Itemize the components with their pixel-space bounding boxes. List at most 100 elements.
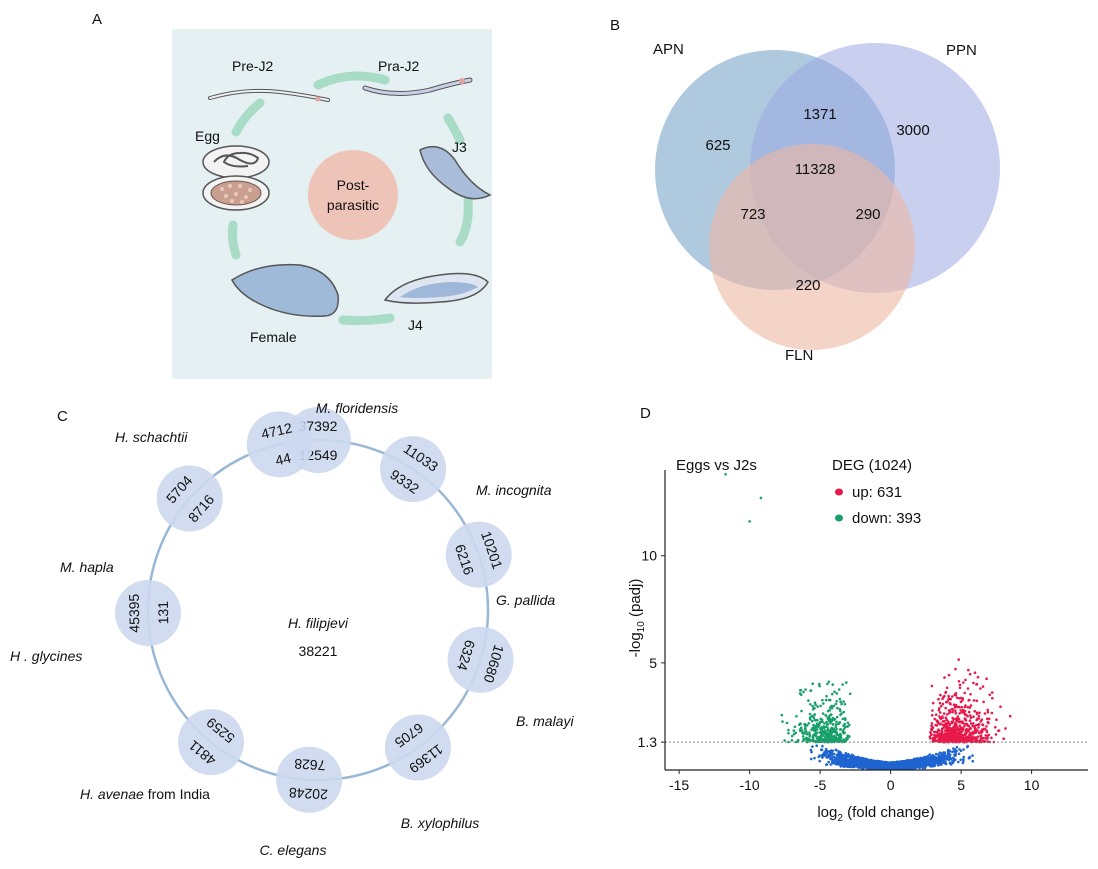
- arrow-j3-j4: [455, 195, 473, 247]
- ns-point: [946, 750, 950, 753]
- up-point: [969, 704, 973, 707]
- ns-point: [917, 763, 921, 767]
- down-point: [834, 702, 838, 706]
- venn-apn-fln: 723: [740, 206, 765, 223]
- x-tick-label: 10: [1024, 777, 1040, 793]
- up-point: [954, 703, 958, 707]
- up-point: [979, 730, 983, 733]
- up-point: [964, 718, 967, 721]
- ns-point: [934, 760, 938, 764]
- up-point: [960, 711, 963, 714]
- ns-point: [865, 763, 868, 766]
- ns-point: [941, 760, 945, 763]
- panel-d-label: D: [640, 405, 651, 422]
- down-point: [813, 728, 817, 732]
- up-point: [955, 738, 959, 742]
- ns-point: [927, 760, 931, 764]
- up-point: [951, 695, 954, 698]
- down-point: [840, 712, 843, 715]
- down-point: [812, 716, 816, 720]
- down-point: [829, 718, 833, 721]
- up-point: [999, 705, 1002, 708]
- species-inner-count: 7628: [294, 756, 326, 774]
- up-point: [951, 716, 954, 720]
- stage-j4: J4: [408, 317, 423, 333]
- ns-point: [953, 748, 957, 751]
- up-point: [983, 712, 987, 715]
- up-point: [937, 732, 940, 736]
- down-point: [843, 717, 847, 720]
- ns-point: [902, 760, 905, 764]
- down-point: [799, 726, 803, 730]
- arrow-praj2-j3: [443, 113, 465, 145]
- stage-pre-j2: Pre-J2: [232, 58, 273, 74]
- down-point: [805, 739, 809, 742]
- up-point: [957, 680, 961, 683]
- up-point: [974, 738, 977, 742]
- up-point: [962, 711, 966, 714]
- up-point: [940, 727, 944, 730]
- x-tick-label: -15: [669, 777, 689, 793]
- up-point: [962, 736, 966, 740]
- down-point: [801, 735, 805, 738]
- up-point: [1008, 714, 1012, 718]
- ns-point: [863, 759, 867, 763]
- down-point: [793, 725, 797, 729]
- down-point: [827, 732, 831, 736]
- down-point: [783, 739, 786, 742]
- down-point: [825, 720, 828, 724]
- down-point: [830, 713, 833, 716]
- down-point: [804, 725, 807, 728]
- panel-a-label: A: [92, 11, 102, 28]
- down-point: [826, 729, 830, 732]
- up-point: [954, 717, 957, 721]
- down-point: [838, 728, 842, 731]
- up-point: [967, 710, 971, 714]
- up-point: [1004, 727, 1007, 730]
- up-point: [952, 703, 956, 706]
- up-point: [930, 733, 933, 736]
- ns-point: [939, 757, 943, 760]
- down-point: [838, 697, 842, 701]
- down-point: [835, 720, 838, 724]
- down-point: [812, 723, 815, 727]
- up-point: [985, 729, 988, 732]
- ns-point: [940, 753, 944, 757]
- down-point: [802, 690, 805, 694]
- ns-point: [845, 755, 848, 759]
- up-point: [946, 726, 949, 730]
- down-point: [821, 712, 825, 715]
- stage-female: Female: [250, 329, 297, 345]
- ns-point: [809, 757, 813, 761]
- ns-point: [892, 766, 896, 770]
- ns-point: [933, 758, 937, 761]
- up-point: [960, 730, 964, 733]
- up-point: [976, 729, 979, 732]
- species-bubble-circle: [445, 521, 512, 588]
- down-point: [814, 734, 818, 738]
- down-point: [813, 713, 817, 716]
- up-point: [972, 681, 975, 685]
- up-point: [939, 722, 942, 726]
- down-point: [792, 729, 796, 732]
- down-point: [842, 710, 846, 714]
- up-point: [958, 712, 961, 715]
- ns-point: [846, 758, 849, 761]
- up-point: [963, 713, 967, 716]
- down-point: [790, 739, 794, 742]
- up-point: [966, 705, 970, 709]
- y-tick-label: 1.3: [638, 734, 658, 750]
- venn-ppn-fln: 290: [855, 206, 880, 223]
- ns-point: [944, 762, 948, 766]
- species-bubble-circle: [380, 436, 447, 503]
- up-point: [982, 740, 986, 743]
- down-point: [843, 725, 847, 729]
- venn-set-fln: FLN: [785, 347, 813, 364]
- down-point: [808, 731, 811, 734]
- ns-point: [949, 763, 953, 766]
- down-point: [821, 720, 824, 724]
- ns-point: [913, 760, 917, 763]
- up-point: [984, 737, 988, 740]
- ns-point: [876, 766, 879, 770]
